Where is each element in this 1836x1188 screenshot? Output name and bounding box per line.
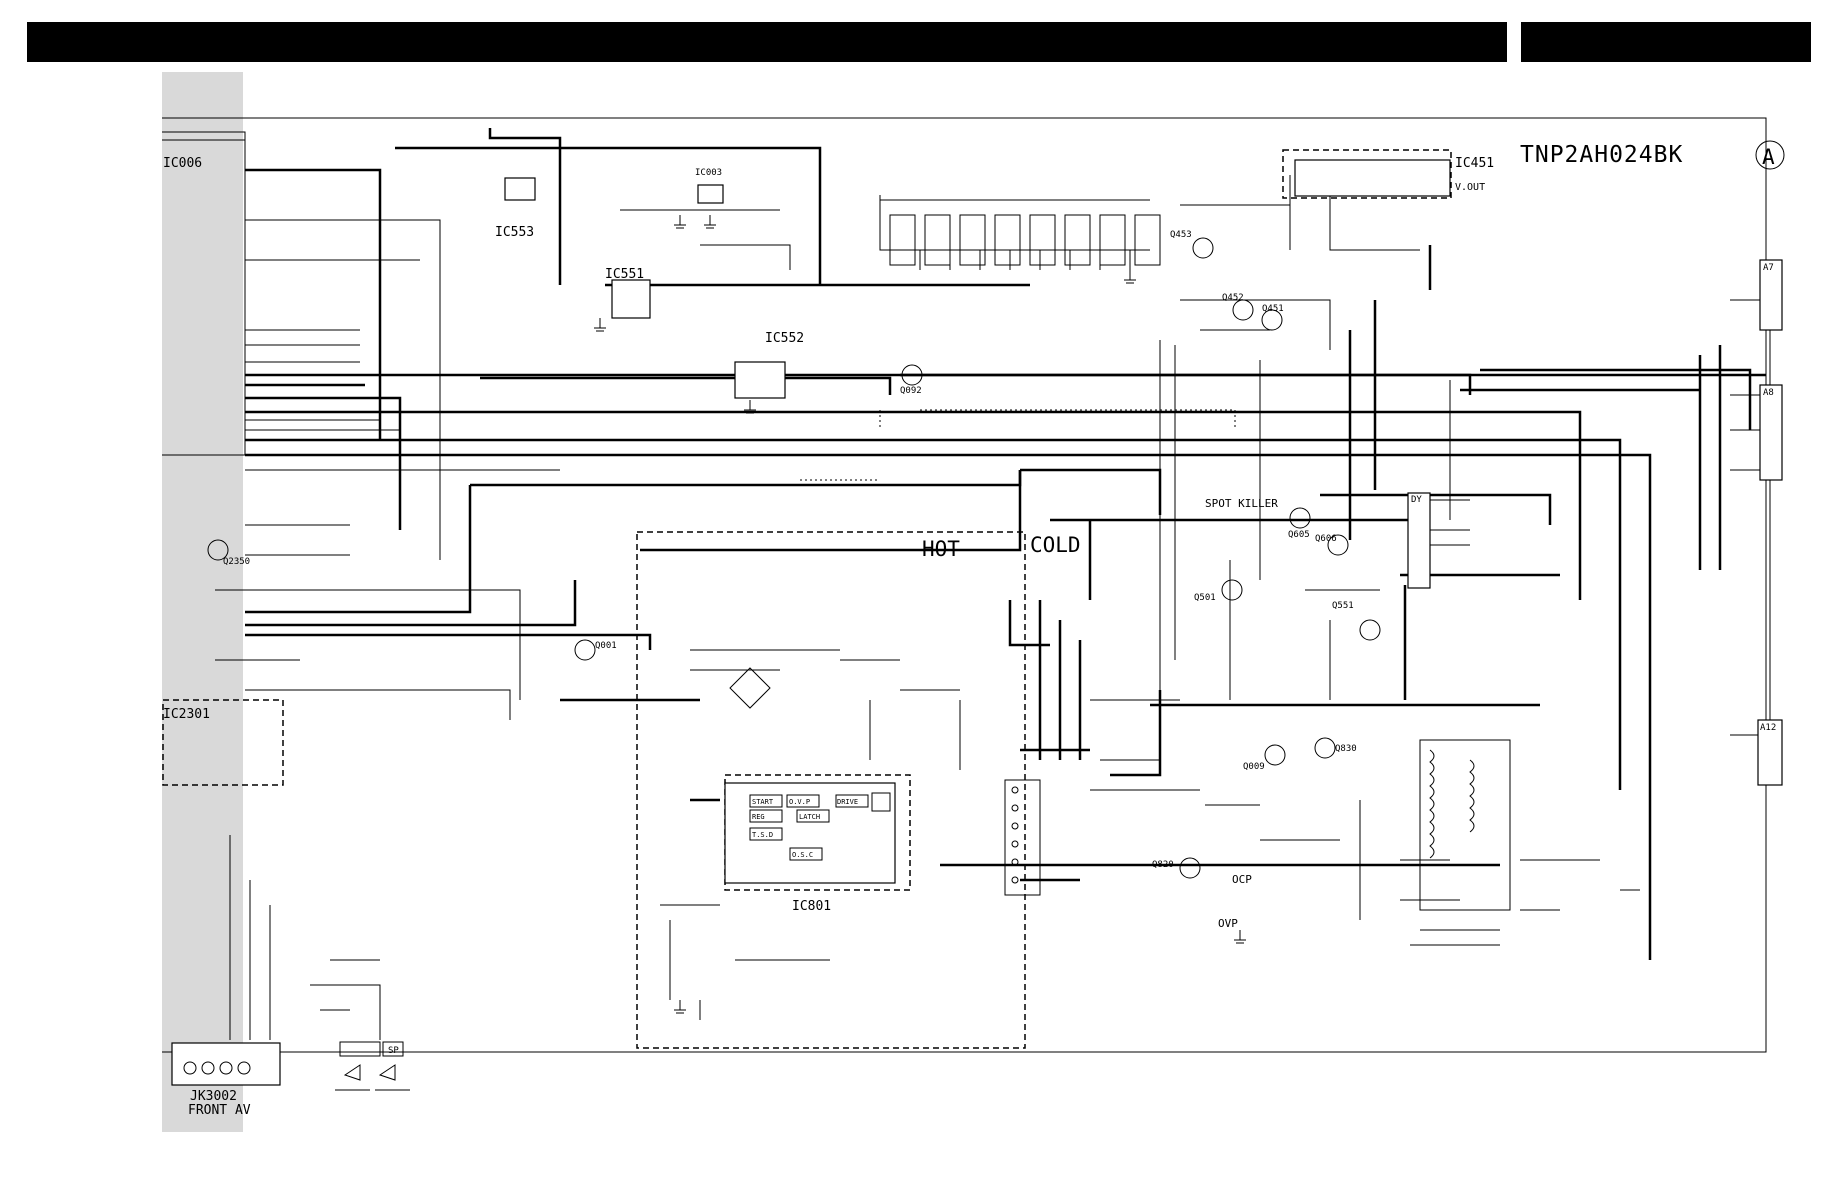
q830-label: Q830	[1335, 744, 1357, 754]
ic2301-label: IC2301	[163, 707, 210, 722]
ic801-reg-block: REG	[752, 813, 765, 821]
board-suffix-label: A	[1762, 145, 1775, 169]
q451-label: Q451	[1262, 304, 1284, 314]
q092-label: Q092	[900, 386, 922, 396]
ground-symbols	[594, 215, 1246, 1014]
ic801-osc-block: O.S.C	[792, 851, 813, 859]
ic552-label: IC552	[765, 331, 804, 346]
spot-killer-label: SPOT KILLER	[1205, 497, 1278, 510]
ic451-label: IC451	[1455, 156, 1494, 171]
hot-label: HOT	[922, 537, 960, 561]
q551-label: Q551	[1332, 601, 1354, 611]
q2350-label: Q2350	[223, 557, 250, 567]
board-frame	[162, 117, 1767, 1053]
sp-label: SP	[388, 1046, 399, 1056]
q009-label: Q009	[1243, 762, 1265, 772]
ic801-start-block: START	[752, 798, 774, 806]
ic801-tsd-block: T.S.D	[752, 831, 773, 839]
q001-label: Q001	[595, 641, 617, 651]
a8-label: A8	[1763, 388, 1774, 398]
cold-label: COLD	[1030, 533, 1081, 557]
ic006-label: IC006	[163, 156, 202, 171]
dotted-traces	[800, 409, 1236, 481]
speakers	[335, 1041, 410, 1091]
q605-label: Q605	[1288, 530, 1310, 540]
q501-label: Q501	[1194, 593, 1216, 603]
right-connectors	[1407, 259, 1783, 786]
dy-label: DY	[1411, 495, 1422, 505]
key-switch-row	[889, 214, 1161, 266]
ic551-label: IC551	[605, 267, 644, 282]
ic801-ovp-block: O.V.P	[789, 798, 810, 806]
front-av-jack	[171, 1042, 281, 1086]
jack-label-line2: FRONT AV	[188, 1103, 251, 1118]
q453-label: Q453	[1170, 230, 1192, 240]
signal-traces	[215, 175, 1771, 1040]
vout-label: V.OUT	[1455, 182, 1485, 193]
transistor-symbols	[207, 237, 1381, 879]
a7-label: A7	[1763, 263, 1774, 273]
ic801-label: IC801	[792, 899, 831, 914]
ic553-label: IC553	[495, 225, 534, 240]
a12-label: A12	[1760, 723, 1776, 733]
ic801-internal-blocks	[749, 792, 891, 861]
bridge-rectifier	[729, 667, 771, 709]
ic003-label: IC003	[695, 168, 722, 178]
ic-bodies	[504, 159, 1451, 884]
ovp-label: OVP	[1218, 917, 1238, 930]
header-bar-left	[27, 22, 1507, 62]
schematic-labels: TNP2AH024BK A HOT COLD SPOT KILLER V.OUT…	[163, 140, 1785, 1118]
power-transformer	[1004, 779, 1041, 896]
board-id-label: TNP2AH024BK	[1520, 142, 1683, 168]
flyback-transformer	[1419, 739, 1511, 911]
ic801-latch-block: LATCH	[799, 813, 820, 821]
q606-label: Q606	[1315, 534, 1337, 544]
header-bar-right	[1521, 22, 1811, 62]
jack-label-line1: JK3002	[190, 1089, 237, 1104]
power-rails	[245, 128, 1766, 960]
q452-label: Q452	[1222, 293, 1244, 303]
ocp-label: OCP	[1232, 873, 1252, 886]
ic801-drive-block: DRIVE	[837, 798, 858, 806]
q820-label: Q820	[1152, 860, 1174, 870]
